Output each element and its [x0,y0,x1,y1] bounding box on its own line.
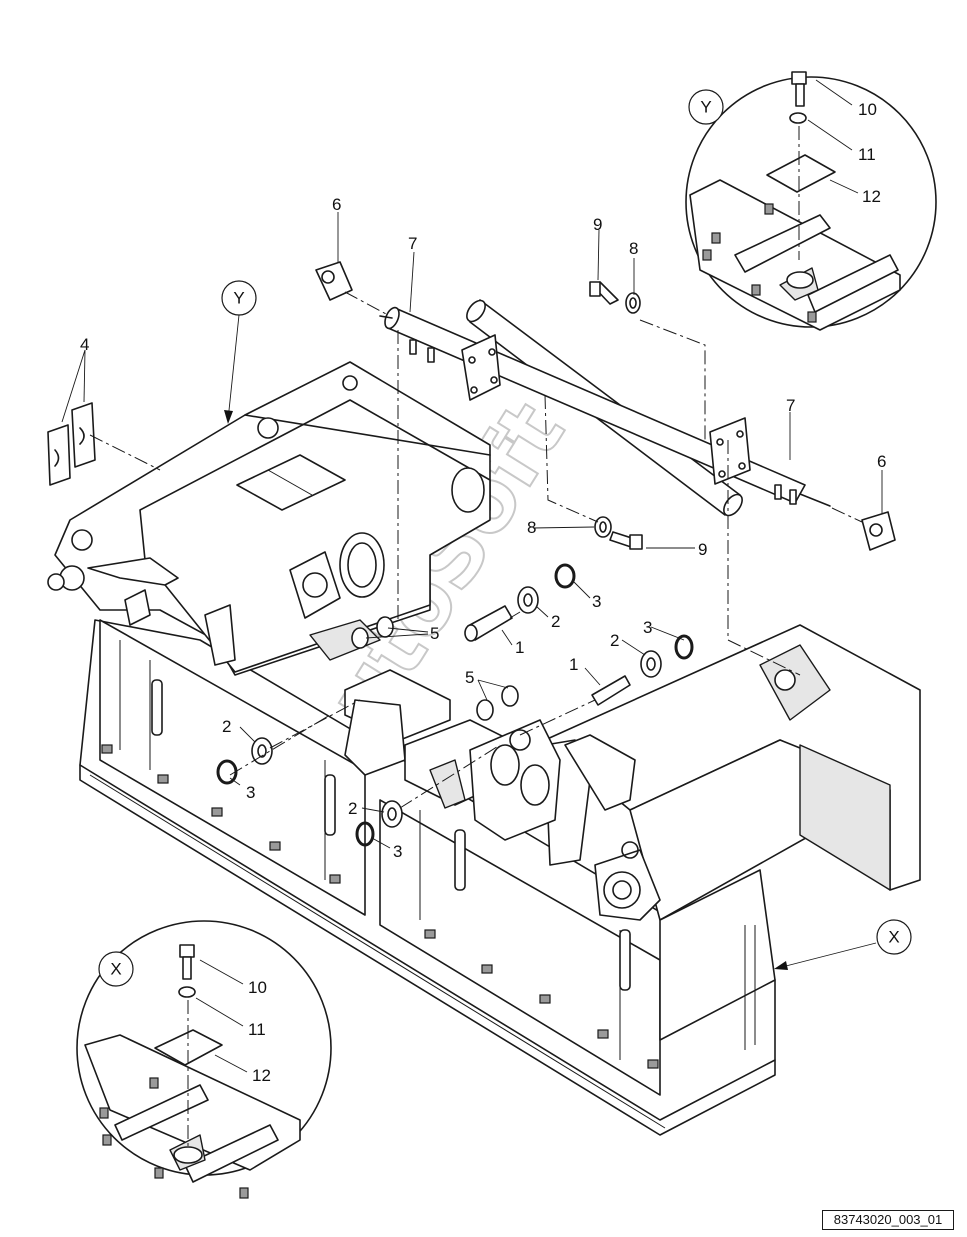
label-bolt-mid: 9 [698,540,707,559]
label-y-bolt: 10 [858,100,877,119]
centre-hinge [344,669,636,841]
label-ring-upper: 3 [592,592,601,611]
label-bushing-lower: 5 [465,668,474,687]
label-rod-end-left: 6 [332,195,341,214]
callout-x-detail: X [98,951,134,987]
label-washer-lower-mid: 2 [348,799,357,818]
label-bushing-upper: 5 [430,624,439,643]
label-pin-left: 1 [515,638,524,657]
svg-text:Y: Y [700,98,711,117]
label-clamp-halves: 4 [80,335,89,354]
svg-text:X: X [888,928,899,947]
cylinder-assembly [379,299,831,517]
part-numbers: 6 7 9 8 7 6 4 8 9 3 2 1 5 3 2 1 5 2 3 2 … [80,100,886,1085]
callout-y-detail: Y [688,89,724,125]
label-washer-upper: 2 [551,612,560,631]
label-pin-right: 1 [569,655,578,674]
svg-text:Y: Y [233,289,244,308]
label-washer-top: 8 [629,239,638,258]
detail-x [76,920,332,1199]
label-x-plate: 12 [252,1066,271,1085]
assembly-lines [89,291,863,809]
svg-text:X: X [110,960,121,979]
leader-lines [61,79,883,1073]
callout-y-main: Y [221,280,257,316]
label-cylinder-left: 7 [408,234,417,253]
callout-arrows [224,314,877,970]
label-washer-mid: 8 [527,518,536,537]
detail-y [685,71,937,331]
label-ring-lower-mid: 3 [393,842,402,861]
label-ring-lower-left: 3 [246,783,255,802]
label-washer-right: 2 [610,631,619,650]
label-cylinder-right: 7 [786,396,795,415]
label-y-plate: 12 [862,187,881,206]
callout-x-main: X [876,919,912,955]
label-bolt-top: 9 [593,215,602,234]
label-x-bolt: 10 [248,978,267,997]
upper-housing [47,361,491,676]
label-rod-end-right: 6 [877,452,886,471]
drawing-id-label: 83743020_003_01 [822,1210,954,1230]
main-frame [79,619,921,1136]
small-parts [47,261,896,847]
label-y-washer: 11 [858,145,876,164]
label-x-washer: 11 [248,1020,266,1039]
label-washer-lower-left: 2 [222,717,231,736]
label-ring-right: 3 [643,618,652,637]
